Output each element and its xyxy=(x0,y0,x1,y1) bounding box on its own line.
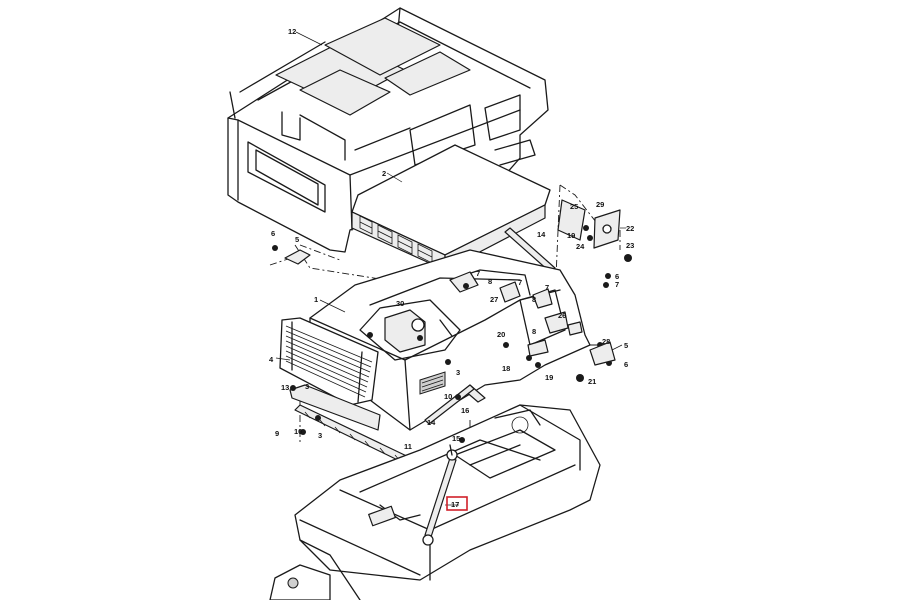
callout-3b: 3 xyxy=(305,382,309,391)
callout-18: 18 xyxy=(502,364,510,373)
callout-16: 16 xyxy=(461,406,469,415)
callout-14b: 14 xyxy=(427,418,436,427)
fasteners xyxy=(272,245,541,443)
knobs-on-console xyxy=(449,271,583,357)
callout-22: 22 xyxy=(626,224,634,233)
callout-6a: 6 xyxy=(271,229,275,238)
callout-6b: 6 xyxy=(615,272,619,281)
callout-29: 29 xyxy=(596,200,604,209)
callout-11: 11 xyxy=(404,442,412,451)
callout-12: 12 xyxy=(288,27,296,36)
callout-24: 24 xyxy=(576,242,585,251)
cab-roof-assembly xyxy=(227,7,549,253)
callout-7c: 7 xyxy=(545,283,549,292)
callout-27: 27 xyxy=(490,295,498,304)
callout-28: 28 xyxy=(602,337,610,346)
base-platform xyxy=(269,404,601,600)
gas-strut xyxy=(422,444,458,546)
callout-8b: 8 xyxy=(532,295,536,304)
callout-19b: 19 xyxy=(545,373,553,382)
callout-7d: 7 xyxy=(615,280,619,289)
front-grille xyxy=(279,317,379,406)
callout-2: 2 xyxy=(382,169,386,178)
callout-25: 25 xyxy=(570,202,578,211)
callout-7a: 7 xyxy=(476,269,480,278)
callout-23: 23 xyxy=(626,241,634,250)
bracket-6 xyxy=(284,249,311,265)
callout-10a: 10 xyxy=(294,427,302,436)
callout-20: 20 xyxy=(497,330,505,339)
callout-7b: 7 xyxy=(518,278,522,287)
callout-1: 1 xyxy=(314,295,318,304)
plate-25 xyxy=(557,199,586,241)
bracket-5 xyxy=(589,341,616,366)
callout-9: 9 xyxy=(275,429,279,438)
callout-4: 4 xyxy=(269,355,274,364)
plate-22 xyxy=(593,209,621,249)
callout-5a: 5 xyxy=(295,235,299,244)
callout-8c: 8 xyxy=(532,327,536,336)
callout-19a: 19 xyxy=(567,231,575,240)
callout-6c: 6 xyxy=(624,360,628,369)
callout-14a: 14 xyxy=(537,230,546,239)
latch-parts xyxy=(576,225,632,382)
callout-13: 13 xyxy=(281,383,289,392)
callout-labels: 12 2 1 4 3 3 3 5 5 6 6 6 7 7 7 7 8 8 8 9… xyxy=(269,27,634,511)
callout-3a: 3 xyxy=(456,368,460,377)
callout-15: 15 xyxy=(452,434,460,443)
callout-17[interactable]: 17 xyxy=(451,500,459,509)
callout-10b: 10 xyxy=(444,392,452,401)
callout-5b: 5 xyxy=(624,341,628,350)
rod-upper xyxy=(504,227,556,273)
callout-30: 30 xyxy=(396,299,404,308)
highlight-box-17 xyxy=(446,496,468,511)
rod-lower xyxy=(424,384,475,425)
callout-3c: 3 xyxy=(318,431,322,440)
callout-26: 26 xyxy=(558,311,566,320)
callout-8a: 8 xyxy=(488,277,492,286)
callout-21: 21 xyxy=(588,377,596,386)
